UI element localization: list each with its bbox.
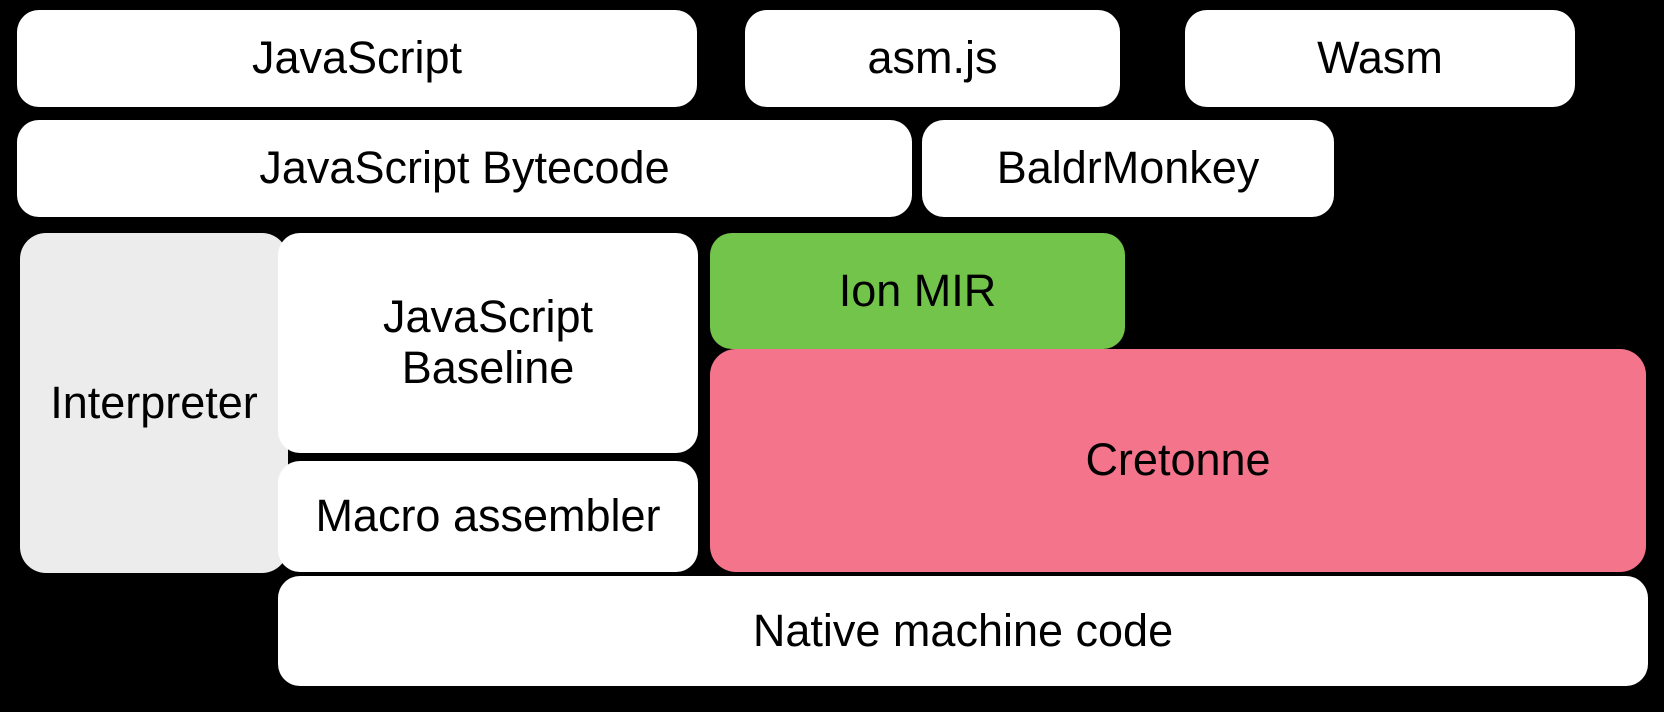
node-native-machine-code: Native machine code: [278, 576, 1648, 686]
node-javascript-bytecode: JavaScript Bytecode: [17, 120, 912, 217]
node-asmjs: asm.js: [745, 10, 1120, 107]
node-macro-assembler: Macro assembler: [278, 461, 698, 572]
node-baldrmonkey: BaldrMonkey: [922, 120, 1334, 217]
node-javascript-baseline: JavaScript Baseline: [278, 233, 698, 453]
node-interpreter: Interpreter: [20, 233, 288, 573]
node-ion-mir: Ion MIR: [710, 233, 1125, 349]
node-javascript: JavaScript: [17, 10, 697, 107]
node-cretonne: Cretonne: [710, 349, 1646, 572]
node-wasm: Wasm: [1185, 10, 1575, 107]
